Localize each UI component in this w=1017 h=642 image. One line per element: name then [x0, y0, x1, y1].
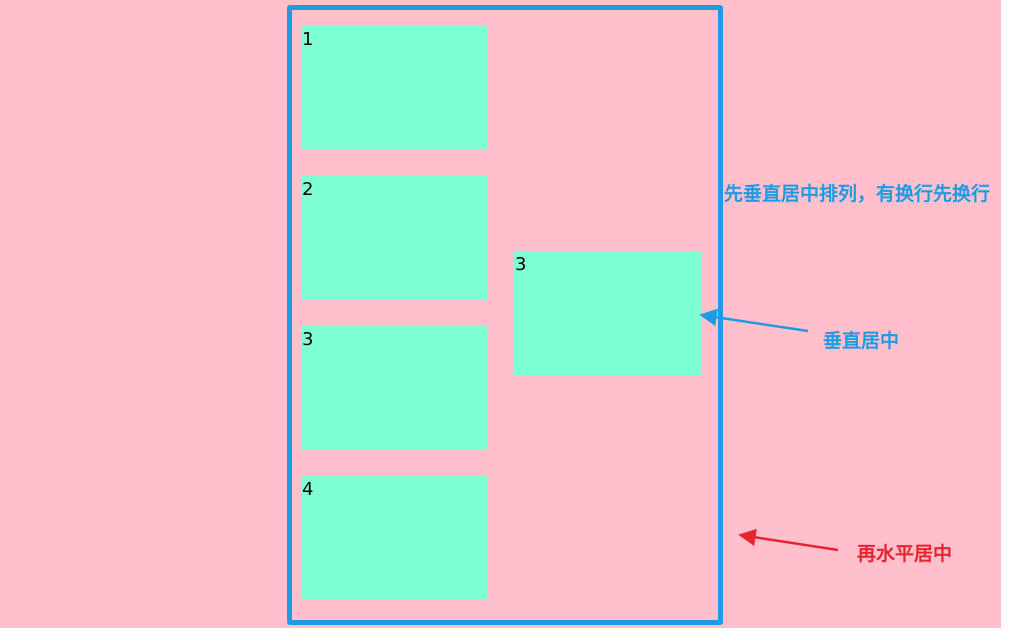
flex-item-2: 2 — [301, 176, 488, 300]
flex-item-1: 1 — [301, 26, 488, 150]
item-label: 4 — [302, 479, 314, 500]
vertical-center-annotation: 垂直居中 — [823, 330, 900, 352]
item-label: 2 — [302, 179, 314, 200]
wrap-annotation: 先垂直居中排列，有换行先换行 — [724, 183, 991, 205]
item-label: 1 — [302, 29, 314, 50]
canvas: 1 2 3 4 3 — [0, 0, 1001, 628]
flex-item-3: 3 — [301, 326, 488, 450]
item-label: 3 — [515, 254, 527, 275]
flex-item-4: 4 — [301, 476, 488, 600]
flex-item-wrapped-3: 3 — [514, 251, 701, 375]
horizontal-center-annotation: 再水平居中 — [857, 543, 953, 565]
item-label: 3 — [302, 329, 314, 350]
